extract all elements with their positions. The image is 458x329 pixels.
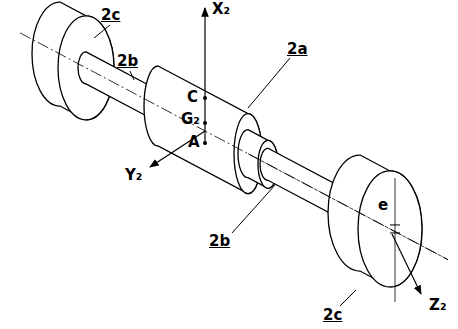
eccentricity-line — [395, 178, 396, 302]
axis-label: Y₂ — [124, 166, 143, 184]
part-label: 2b — [208, 232, 231, 250]
center-axis — [20, 33, 448, 260]
leader-line — [130, 71, 134, 80]
axis-label: X₂ — [211, 0, 231, 18]
part-label: 2c — [100, 6, 121, 24]
leader-line — [248, 58, 290, 108]
leader-line — [340, 290, 356, 306]
axis-label: G₂ — [180, 110, 201, 128]
part-label: 2a — [286, 40, 309, 58]
part-label: 2b — [116, 52, 139, 70]
y-axis-arrow — [150, 131, 205, 167]
eccentricity-tick — [390, 232, 400, 233]
center-axis-front — [248, 154, 448, 260]
z-axis-arrow — [392, 234, 421, 294]
point-marker — [203, 96, 207, 100]
point-marker — [203, 121, 207, 125]
eccentricity-tick — [390, 224, 400, 225]
leader-line — [94, 25, 110, 38]
point-marker — [203, 141, 207, 145]
axis-label: e — [377, 196, 389, 214]
axis-label: C — [186, 88, 199, 106]
axis-label: Z₂ — [428, 296, 447, 314]
part-label: 2c — [322, 306, 343, 324]
leader-line — [232, 184, 276, 233]
axis-label: A — [187, 133, 201, 151]
